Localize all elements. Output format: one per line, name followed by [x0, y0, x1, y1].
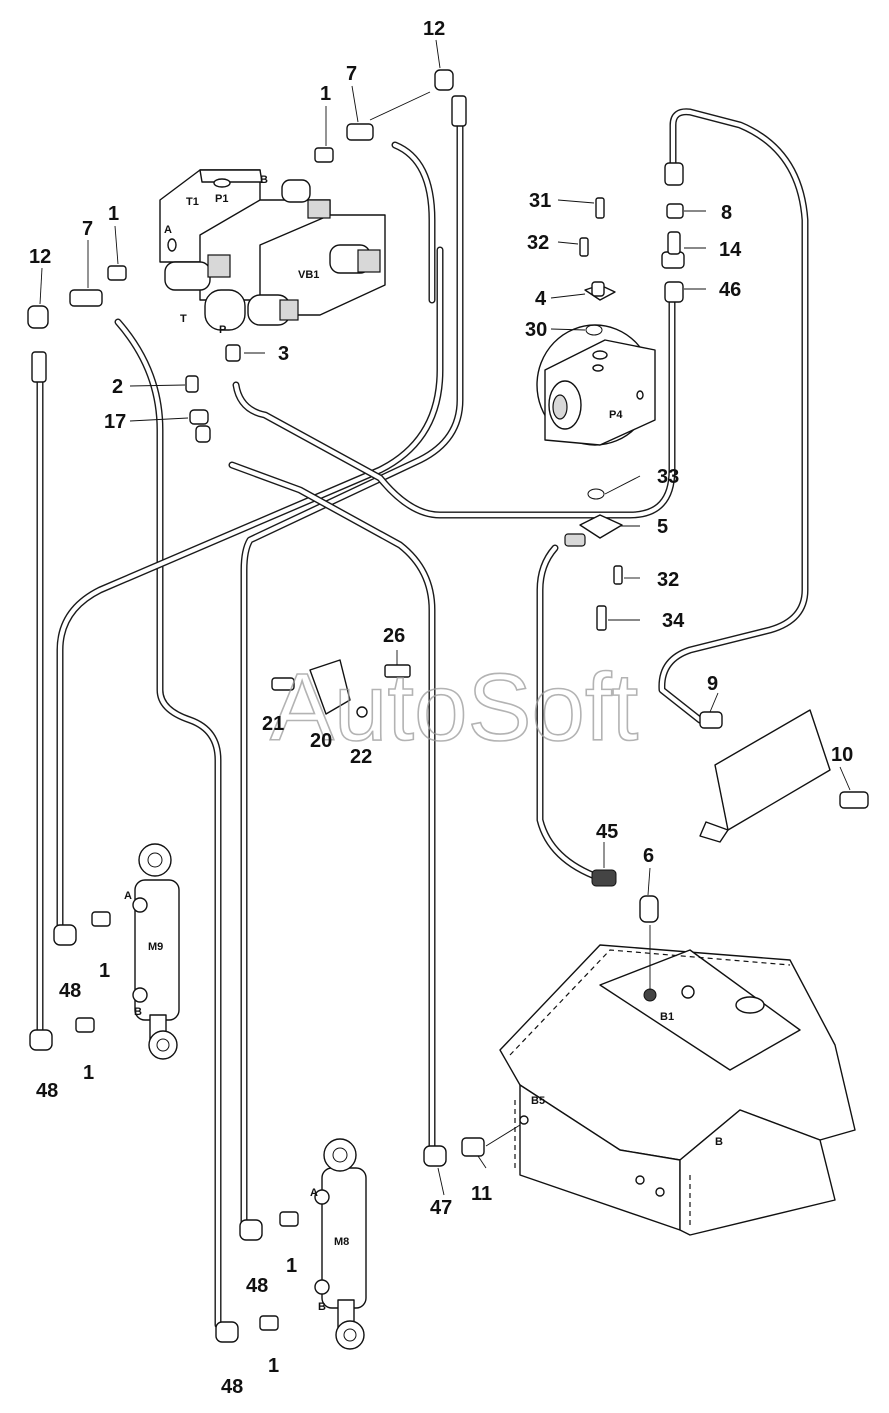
- label-t: T: [180, 313, 187, 325]
- cylinder-m9: [132, 843, 180, 1060]
- leader-lines: [39, 39, 851, 1196]
- label-b-m9: B: [134, 1006, 142, 1018]
- label-m9: M9: [148, 941, 163, 953]
- callout-8: 8: [721, 202, 732, 224]
- callout-1: 1: [268, 1355, 279, 1377]
- bracket-assembly: [271, 659, 411, 718]
- label-b-tank: B: [715, 1136, 723, 1148]
- callout-4: 4: [535, 288, 547, 310]
- callout-48: 48: [246, 1275, 268, 1297]
- callout-1: 1: [320, 83, 331, 105]
- callout-32: 32: [657, 569, 679, 591]
- callout-26: 26: [383, 625, 405, 647]
- hoses: [36, 106, 809, 1329]
- callout-33: 33: [657, 466, 679, 488]
- watermark: AutoSoft: [270, 654, 638, 761]
- pump-p4: [536, 197, 656, 631]
- callout-20: 20: [310, 730, 332, 752]
- mount-plate: [699, 709, 831, 843]
- callout-5: 5: [657, 516, 668, 538]
- label-b: B: [260, 174, 268, 186]
- callout-numbers: 12 7 1 1 7 12 3 2 17 31 8 32 14 4 46 30 …: [29, 18, 853, 1398]
- label-b5: B5: [531, 1095, 545, 1107]
- callout-1: 1: [108, 203, 119, 225]
- callout-11: 11: [471, 1183, 492, 1205]
- callout-10: 10: [831, 744, 853, 766]
- callout-3: 3: [278, 343, 289, 365]
- callout-48: 48: [221, 1376, 243, 1398]
- callout-45: 45: [596, 821, 618, 843]
- label-p4: P4: [609, 409, 623, 421]
- callout-34: 34: [662, 610, 685, 632]
- label-b-m8: B: [318, 1301, 326, 1313]
- callout-6: 6: [643, 845, 654, 867]
- callout-48: 48: [59, 980, 81, 1002]
- label-b1: B1: [660, 1011, 674, 1023]
- label-a-m8: A: [310, 1187, 318, 1199]
- callout-17: 17: [104, 411, 126, 433]
- valve-block-vb1: [159, 169, 386, 331]
- label-t1: T1: [186, 196, 199, 208]
- callout-30: 30: [525, 319, 547, 341]
- fittings: [27, 69, 869, 1343]
- label-vb1: VB1: [298, 269, 319, 281]
- callout-46: 46: [719, 279, 741, 301]
- callout-7: 7: [346, 63, 357, 85]
- callout-21: 21: [262, 713, 284, 735]
- cylinder-m8: [314, 1138, 367, 1350]
- label-a-m9: A: [124, 890, 132, 902]
- callout-47: 47: [430, 1197, 452, 1219]
- callout-22: 22: [350, 746, 372, 768]
- label-p1: P1: [215, 193, 228, 205]
- callout-31: 31: [529, 190, 551, 212]
- callout-12: 12: [423, 18, 445, 40]
- callout-32: 32: [527, 232, 549, 254]
- callout-9: 9: [707, 673, 718, 695]
- hydraulic-tank: [499, 944, 856, 1236]
- label-a: A: [164, 224, 172, 236]
- callout-1: 1: [99, 960, 110, 982]
- callout-12: 12: [29, 246, 51, 268]
- callout-14: 14: [719, 239, 742, 261]
- callout-48: 48: [36, 1080, 58, 1102]
- callout-7: 7: [82, 218, 93, 240]
- component-labels: T1 P1 B A VB1 T P P4 A M9 B B1 B5 B A M8…: [124, 174, 723, 1313]
- callout-2: 2: [112, 376, 123, 398]
- callout-1: 1: [286, 1255, 297, 1277]
- callout-1: 1: [83, 1062, 94, 1084]
- label-m8: M8: [334, 1236, 349, 1248]
- label-p: P: [219, 324, 226, 336]
